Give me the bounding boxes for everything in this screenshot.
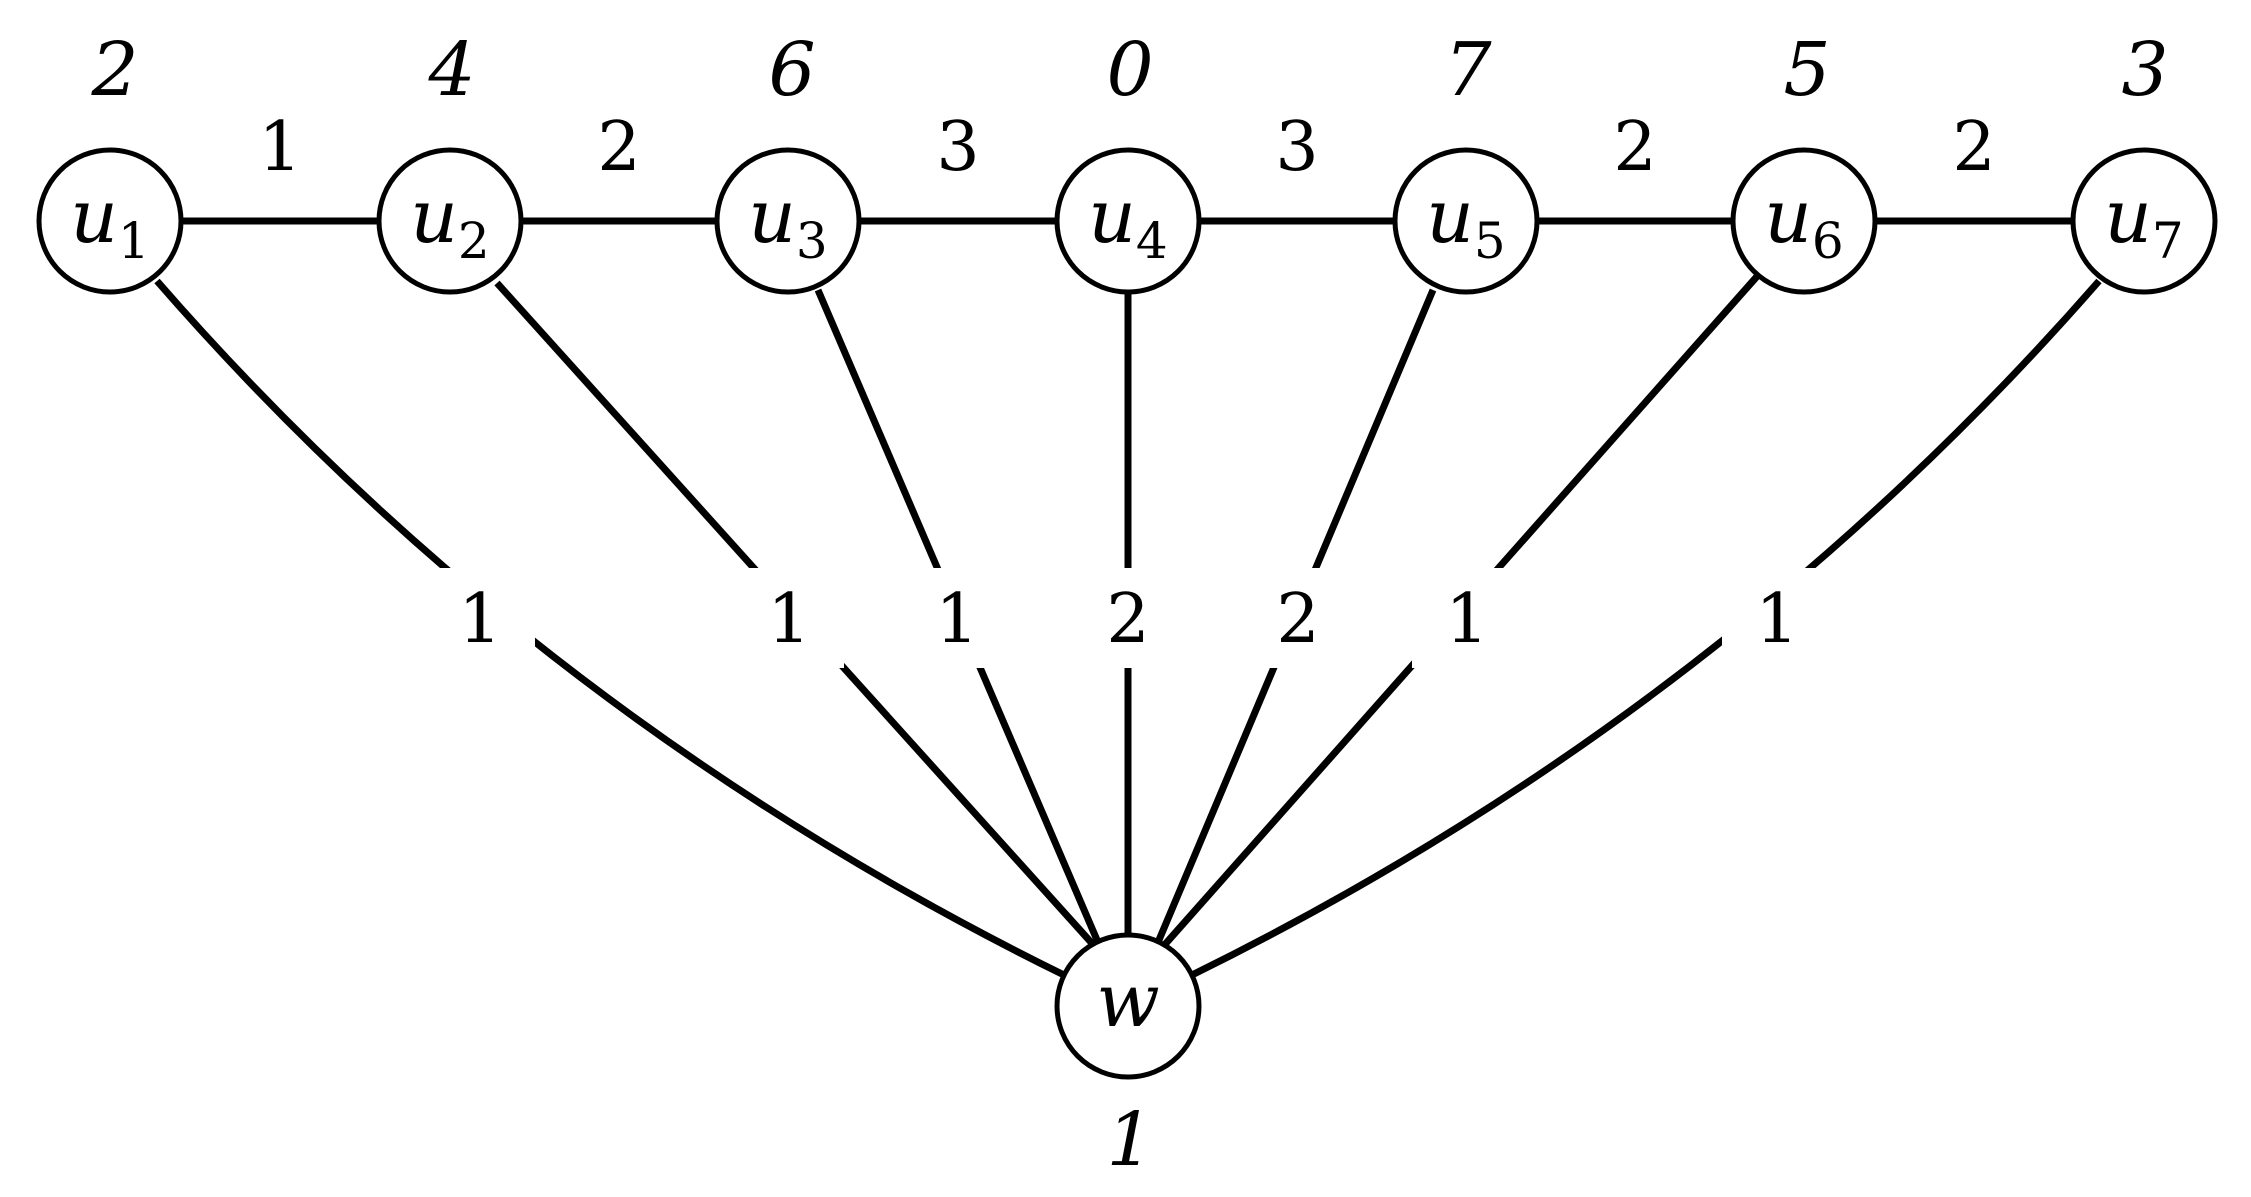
spoke-edge-u7-w [1190,278,2102,979]
spoke-edge-u1-w [154,278,1066,979]
vertex-u7: u7 [2070,147,2218,295]
spoke-edge-label: 1 [767,580,810,659]
svg-text:w: w [1096,958,1159,1044]
spoke-edge-label: 1 [1755,580,1798,659]
spoke-edge-label: 2 [1106,580,1149,659]
path-edge-label: 3 [1275,108,1318,187]
path-edge-label: 2 [597,108,640,187]
vertex-label-u6: 5 [1783,27,1830,113]
svg-text:u5: u5 [1426,174,1505,270]
vertex-u2: u2 [376,147,524,295]
vertex-label-u5: 7 [1444,27,1491,113]
path-vertices: u1 u2 u3 u4 u5 u6 u7 [36,147,2218,295]
spoke-edge-label: 1 [458,580,501,659]
vertex-label-w: 1 [1106,1097,1153,1183]
svg-text:u4: u4 [1088,174,1167,270]
spoke-label-gaps [425,568,1832,668]
svg-text:u7: u7 [2104,174,2183,270]
vertex-u5: u5 [1392,147,1540,295]
path-edge-label: 2 [1613,108,1656,187]
vertex-u4: u4 [1054,147,1202,295]
vertex-u1: u1 [36,147,184,295]
path-edge-label: 2 [1952,108,1995,187]
spoke-edge-label: 2 [1276,580,1319,659]
vertex-u6: u6 [1730,147,1878,295]
spoke-edge-label: 1 [935,580,978,659]
spoke-edge-labels: 1 1 1 2 2 1 1 [458,580,1798,659]
vertex-label-u1: 2 [90,27,138,113]
svg-text:u3: u3 [748,174,827,270]
vertex-label-u4: 0 [1106,27,1153,113]
svg-text:u6: u6 [1764,174,1843,270]
vertex-label-u7: 3 [2121,27,2168,113]
vertex-label-u2: 4 [427,27,475,113]
spoke-edge-label: 1 [1445,580,1488,659]
path-edge-label: 1 [258,108,301,187]
svg-text:u1: u1 [70,174,149,270]
vertex-w: w [1054,932,1202,1080]
vertex-u3: u3 [714,147,862,295]
svg-text:u2: u2 [410,174,489,270]
vertex-labels: 2 4 6 0 7 5 3 1 [90,27,2168,1183]
path-edge-label: 3 [936,108,979,187]
vertex-label-u3: 6 [768,27,815,113]
path-edge-labels: 1 2 3 3 2 2 [258,108,1995,187]
